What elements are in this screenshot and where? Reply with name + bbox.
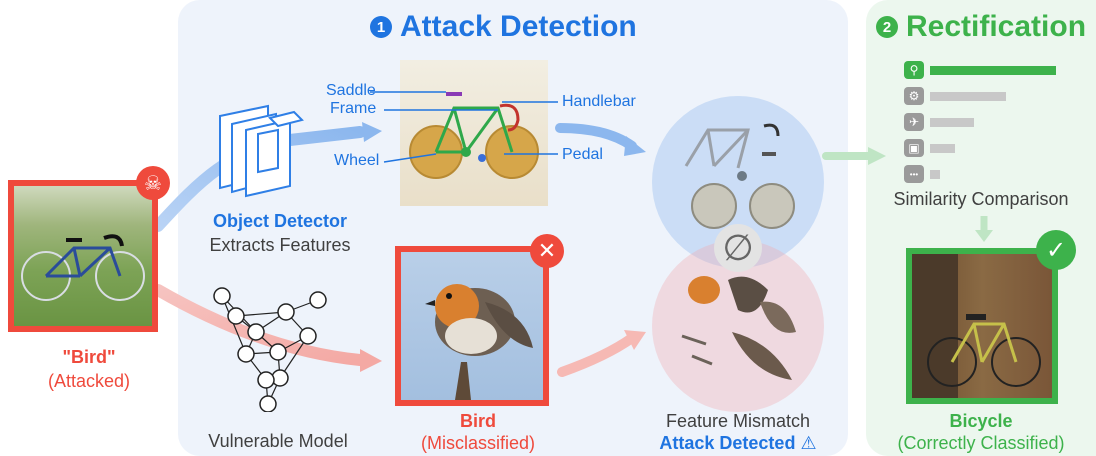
attacked-input-image — [8, 180, 158, 332]
feature-mismatch-label: Feature Mismatch — [665, 411, 811, 431]
bicycle-parts-image — [400, 60, 548, 206]
part-leaders-right — [502, 101, 558, 155]
arrow-to-bird-parts — [557, 333, 637, 377]
frame-label: Frame — [330, 100, 377, 117]
part-leaders — [370, 91, 498, 163]
similarity-row: ▣ — [904, 138, 1074, 158]
similarity-bar — [930, 143, 955, 153]
similarity-row: ••• — [904, 164, 1074, 184]
similarity-bar — [930, 117, 974, 127]
similarity-row: ✈ — [904, 112, 1074, 132]
handlebar-label: Handlebar — [562, 93, 636, 110]
title-text: Attack Detection — [400, 10, 637, 43]
wheel-label: Wheel — [334, 152, 380, 169]
cross-icon: ✕ — [530, 234, 564, 268]
bird-image — [395, 246, 549, 406]
object-detector-label: Object Detector — [212, 211, 348, 231]
object-detector-icon — [219, 104, 304, 198]
similarity-row: ⚙ — [904, 86, 1074, 106]
attack-detected-caption: Attack Detected ⚠ — [628, 432, 848, 454]
neural-network-icon — [213, 287, 327, 412]
arrow-to-parts — [555, 123, 637, 151]
attack-detected-label: Attack Detected — [659, 433, 796, 453]
bus-icon: ▣ — [904, 139, 924, 157]
title-text: Rectification — [906, 10, 1087, 43]
bird-sublabel: (Misclassified) — [420, 433, 535, 453]
input-sublabel: (Attacked) — [47, 371, 131, 391]
bicycle-parts-cloud — [684, 123, 795, 229]
empty-set-icon: ∅ — [714, 224, 762, 272]
more-icon: ••• — [904, 165, 924, 183]
input-label: "Bird" — [62, 347, 116, 367]
check-icon: ✓ — [1036, 230, 1076, 270]
bird-parts-cloud — [681, 276, 796, 380]
bicycle-sublabel: (Correctly Classified) — [897, 433, 1065, 453]
similarity-row: ⚲ — [904, 60, 1074, 80]
motorcycle-icon: ⚙ — [904, 87, 924, 105]
bicycle-result-image — [906, 248, 1058, 404]
saddle-label: Saddle — [326, 82, 376, 99]
airplane-icon: ✈ — [904, 113, 924, 131]
vulnerable-model-label: Vulnerable Model — [208, 431, 348, 451]
similarity-bar — [930, 169, 940, 179]
similarity-comparison-label: Similarity Comparison — [893, 189, 1069, 209]
pedal-label: Pedal — [562, 146, 603, 163]
skull-icon: ☠ — [136, 166, 170, 200]
bird-label: Bird — [460, 411, 496, 431]
warning-icon: ⚠ — [800, 433, 817, 453]
step-number: 1 — [370, 16, 392, 38]
similarity-bar — [930, 65, 1056, 75]
similarity-list: ⚲ ⚙ ✈ ▣ ••• — [904, 60, 1074, 190]
bicycle-icon: ⚲ — [904, 61, 924, 79]
attack-detection-title: 1 Attack Detection — [370, 10, 637, 44]
bicycle-label: Bicycle — [949, 411, 1013, 431]
rectification-title: 2 Rectification — [876, 10, 1086, 44]
similarity-bar — [930, 91, 1006, 101]
step-number: 2 — [876, 16, 898, 38]
object-detector-sub: Extracts Features — [209, 235, 351, 255]
